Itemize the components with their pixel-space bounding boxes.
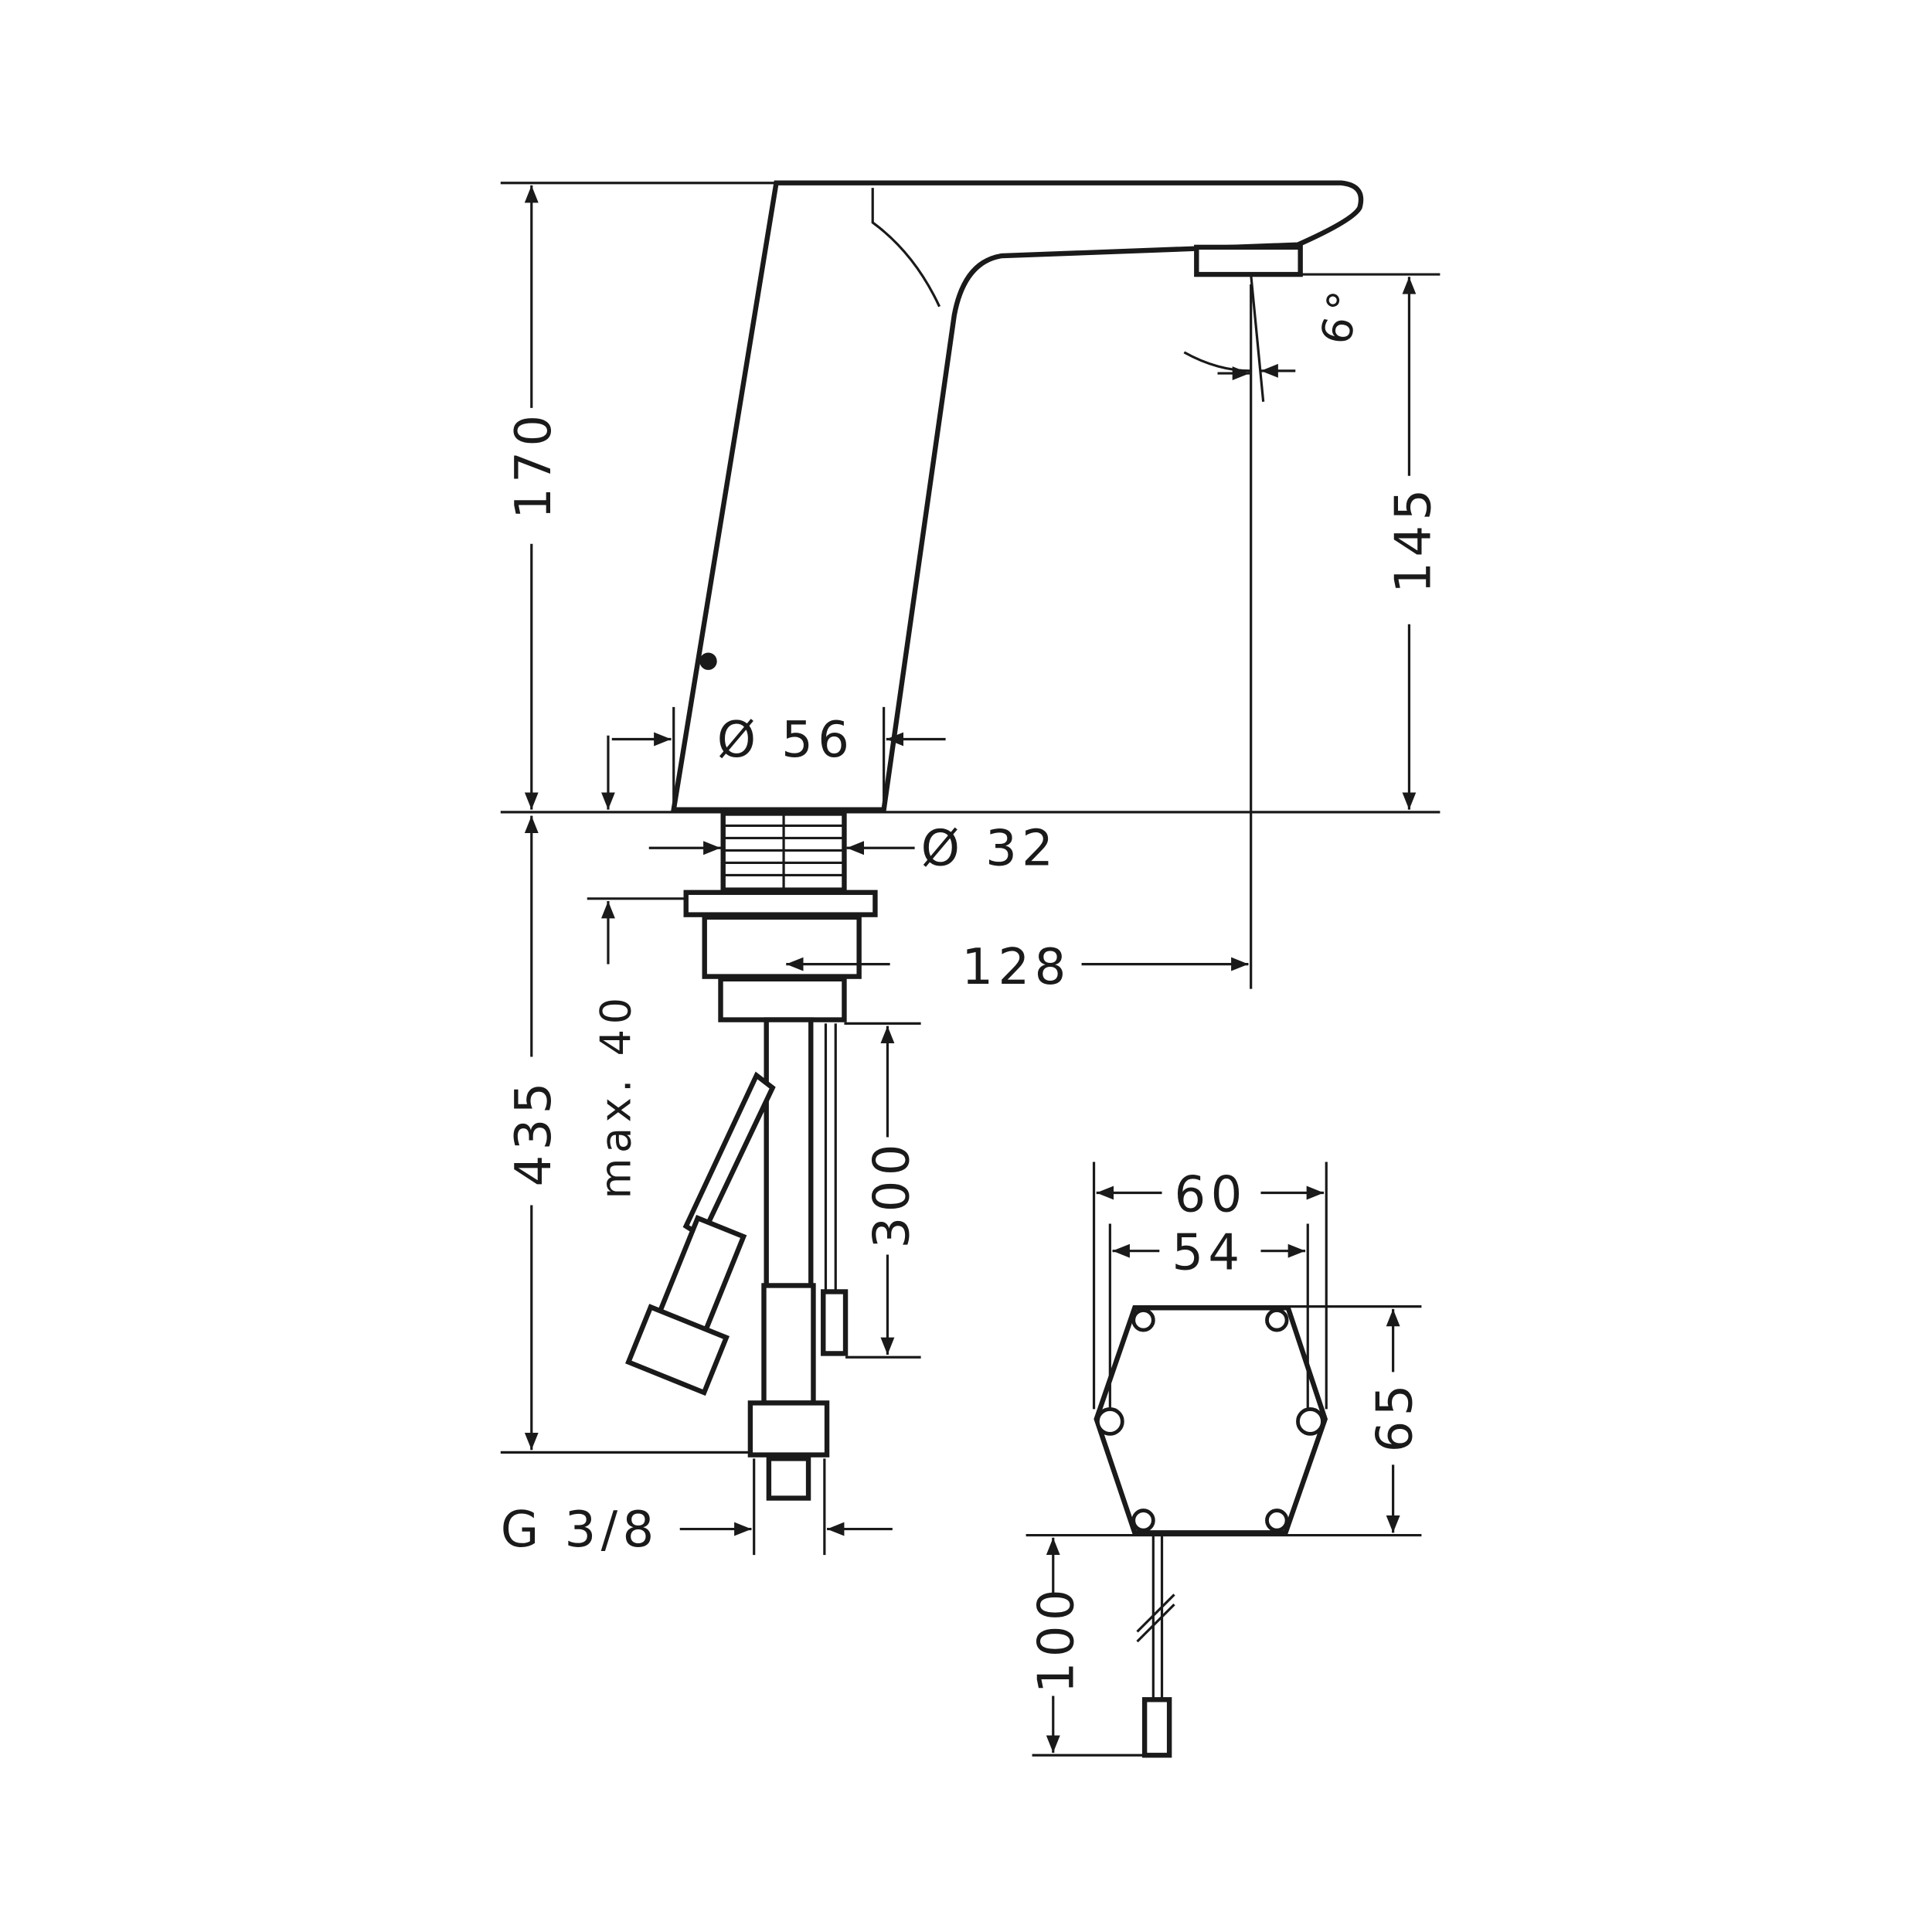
dim-below-deck: 435 <box>500 815 750 1454</box>
dim-box: 60 54 65 100 <box>1026 1162 1424 1757</box>
dim-g38: G 3/8 <box>501 1502 659 1559</box>
dim-65: 65 <box>1367 1379 1424 1452</box>
dim-60: 60 <box>1175 1166 1247 1223</box>
screw-icon <box>1296 1407 1325 1436</box>
dim-54: 54 <box>1172 1225 1244 1282</box>
control-box <box>1094 1305 1328 1758</box>
screw-icon <box>1095 1407 1124 1436</box>
faucet-body <box>670 180 1364 812</box>
dim-cable-300: 300 <box>844 1022 921 1359</box>
shank-assembly <box>625 811 878 1501</box>
dim-spout-height: 145 <box>1250 273 1443 810</box>
screw-icon <box>1265 1308 1289 1332</box>
dim-100: 100 <box>1028 1584 1085 1693</box>
dim-body-diameter: Ø 56 <box>611 706 946 810</box>
screw-icon <box>1131 1308 1155 1332</box>
dim-max-40: max. 40 <box>587 735 686 1199</box>
dim-128: 128 <box>961 939 1070 996</box>
dim-170: 170 <box>505 410 563 519</box>
sensor-icon <box>699 652 717 670</box>
dim-shank-diameter: Ø 32 <box>648 821 1059 878</box>
dim-435: 435 <box>505 1077 563 1186</box>
dim-max40: max. 40 <box>592 992 641 1199</box>
dim-d56: Ø 56 <box>717 712 855 769</box>
dim-spout-angle: 6° <box>1183 274 1369 402</box>
dim-projection: 128 <box>786 284 1253 996</box>
dim-300: 300 <box>864 1139 921 1248</box>
dim-total-height: 170 <box>500 182 1440 814</box>
dim-d32: Ø 32 <box>921 821 1059 878</box>
screw-icon <box>1265 1509 1289 1532</box>
dim-thread: G 3/8 <box>501 1458 893 1559</box>
dim-145: 145 <box>1386 484 1443 593</box>
screw-icon <box>1131 1509 1155 1532</box>
dim-6deg: 6° <box>1311 283 1369 348</box>
